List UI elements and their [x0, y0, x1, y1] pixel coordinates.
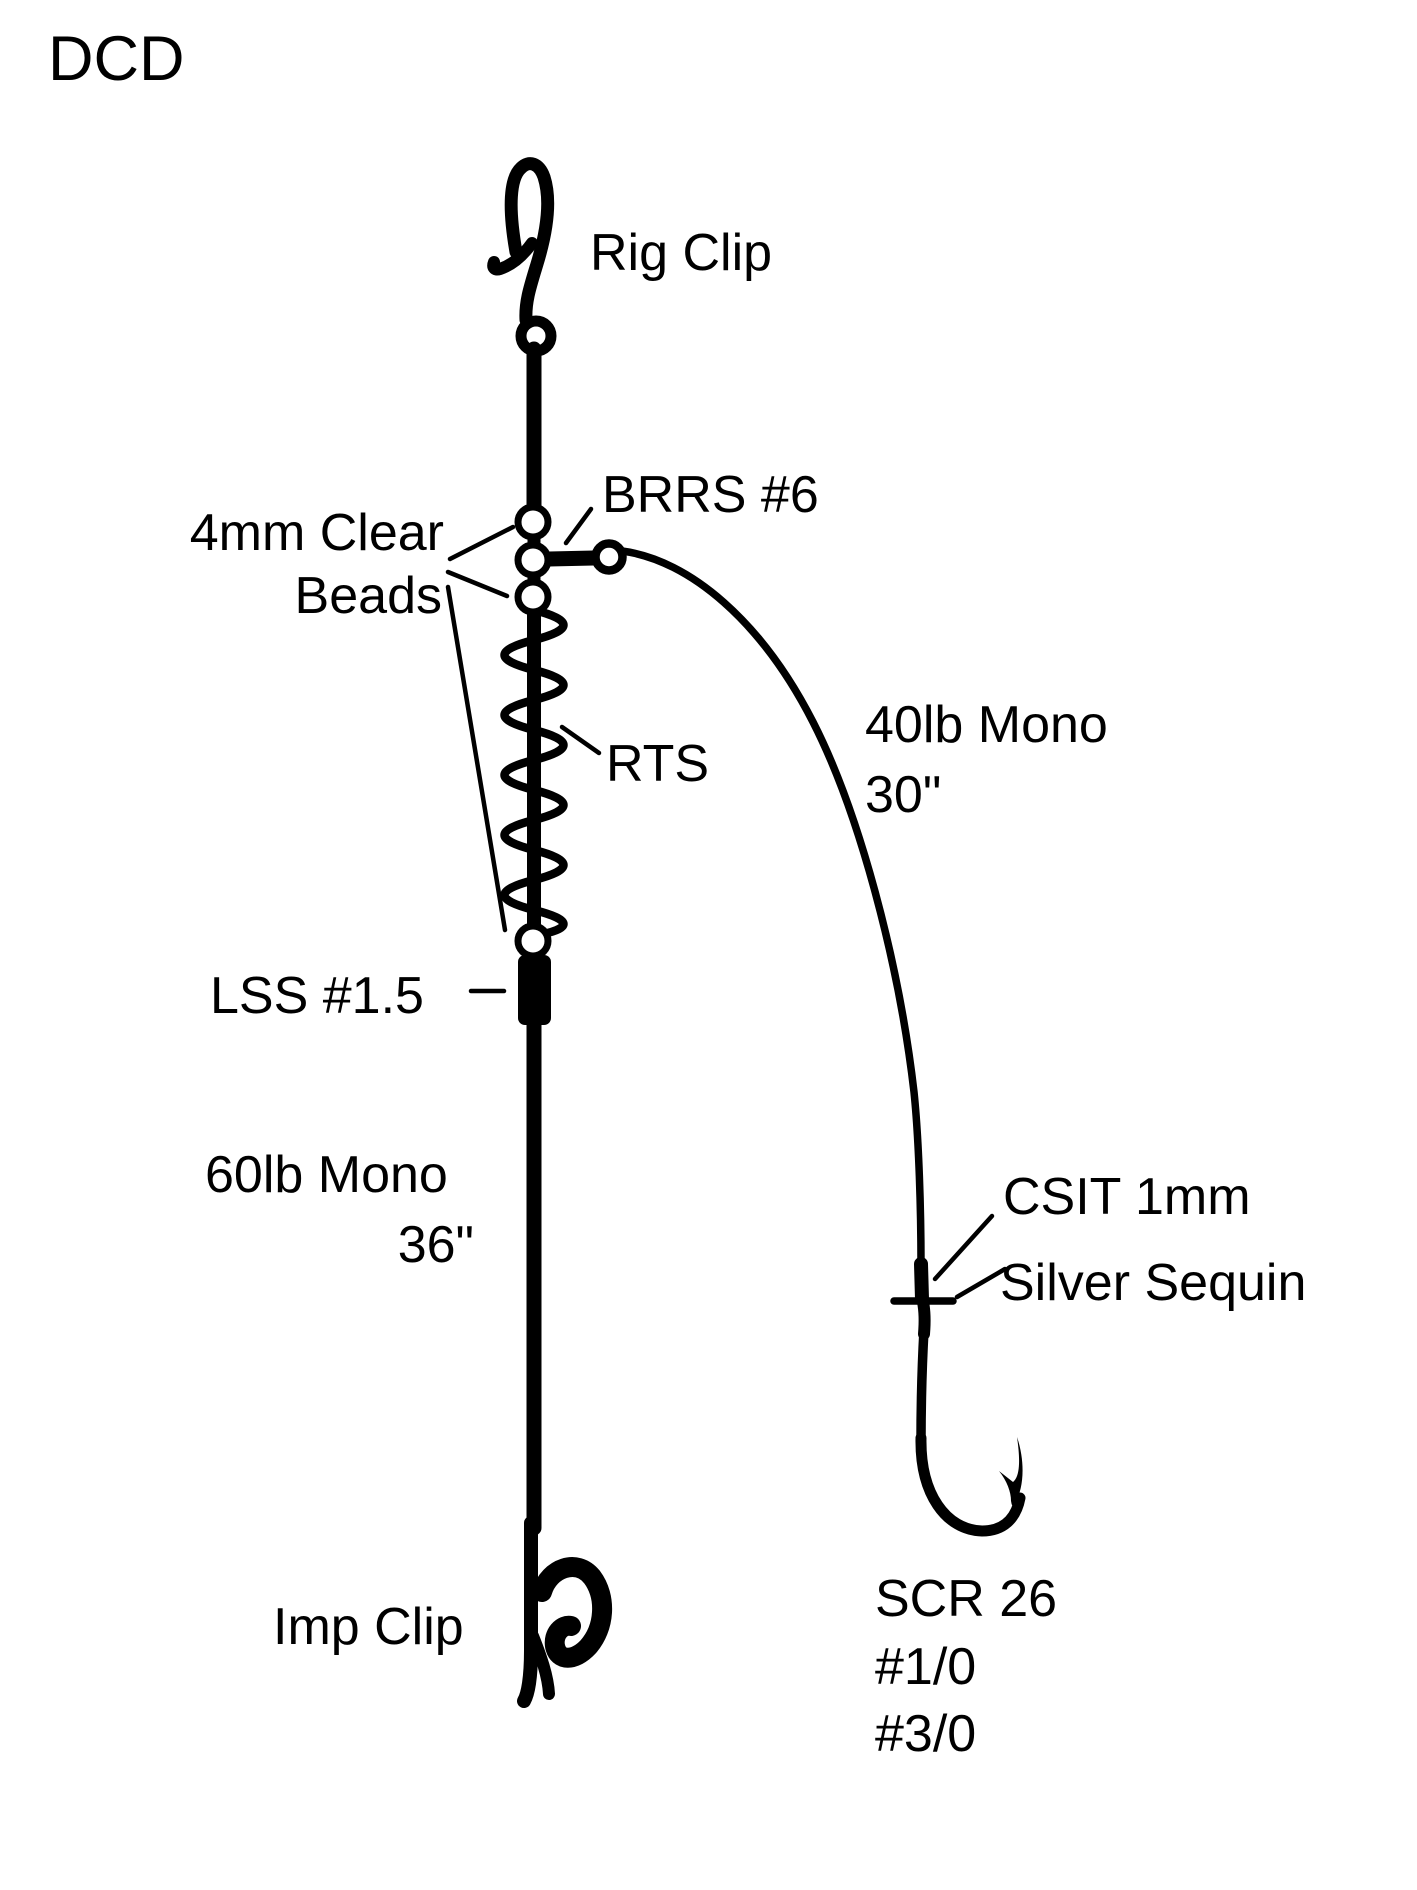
snood-label-line1: 40lb Mono — [865, 696, 1108, 754]
csit-label: CSIT 1mm — [1003, 1168, 1251, 1226]
brrs-label: BRRS #6 — [602, 466, 819, 524]
mainline-label-line1: 60lb Mono — [205, 1146, 448, 1204]
bead-icon — [514, 541, 552, 579]
rts-label: RTS — [606, 735, 709, 793]
snood-line — [618, 547, 925, 1268]
diagram-title: DCD — [48, 24, 185, 94]
beads-label-line2: Beads — [295, 567, 442, 625]
mainline-label-line2: 36" — [398, 1216, 474, 1274]
leader-line-beads-bottom — [445, 584, 508, 933]
imp-clip-icon — [517, 1516, 612, 1708]
leader-line-csit — [932, 1213, 995, 1282]
beads-label-line1: 4mm Clear — [190, 504, 444, 562]
sequin-label: Silver Sequin — [1000, 1254, 1306, 1312]
leader-line-beads-top — [447, 524, 516, 562]
lss-label: LSS #1.5 — [210, 967, 424, 1025]
hook-label-line2: #1/0 — [875, 1638, 976, 1696]
bead-icon — [514, 503, 552, 541]
bead-icon — [514, 922, 552, 960]
hook-label-line3: #3/0 — [875, 1705, 976, 1763]
leader-line-sequin — [954, 1266, 1008, 1300]
hook-icon — [915, 1325, 1026, 1537]
rig-clip-icon — [487, 157, 557, 357]
lss-swivel-icon — [518, 955, 551, 1025]
leader-line-brrs — [563, 506, 594, 546]
brrs-swivel-icon — [541, 539, 627, 575]
bead-icon — [514, 578, 552, 616]
rig-clip-label: Rig Clip — [590, 224, 772, 282]
imp-clip-label: Imp Clip — [273, 1598, 464, 1656]
hook-label-line1: SCR 26 — [875, 1570, 1057, 1628]
rts-coil-icon — [500, 605, 568, 941]
snood-label-line2: 30" — [865, 766, 941, 824]
leader-line-rts — [559, 724, 602, 756]
leader-line-beads-mid — [445, 569, 510, 599]
